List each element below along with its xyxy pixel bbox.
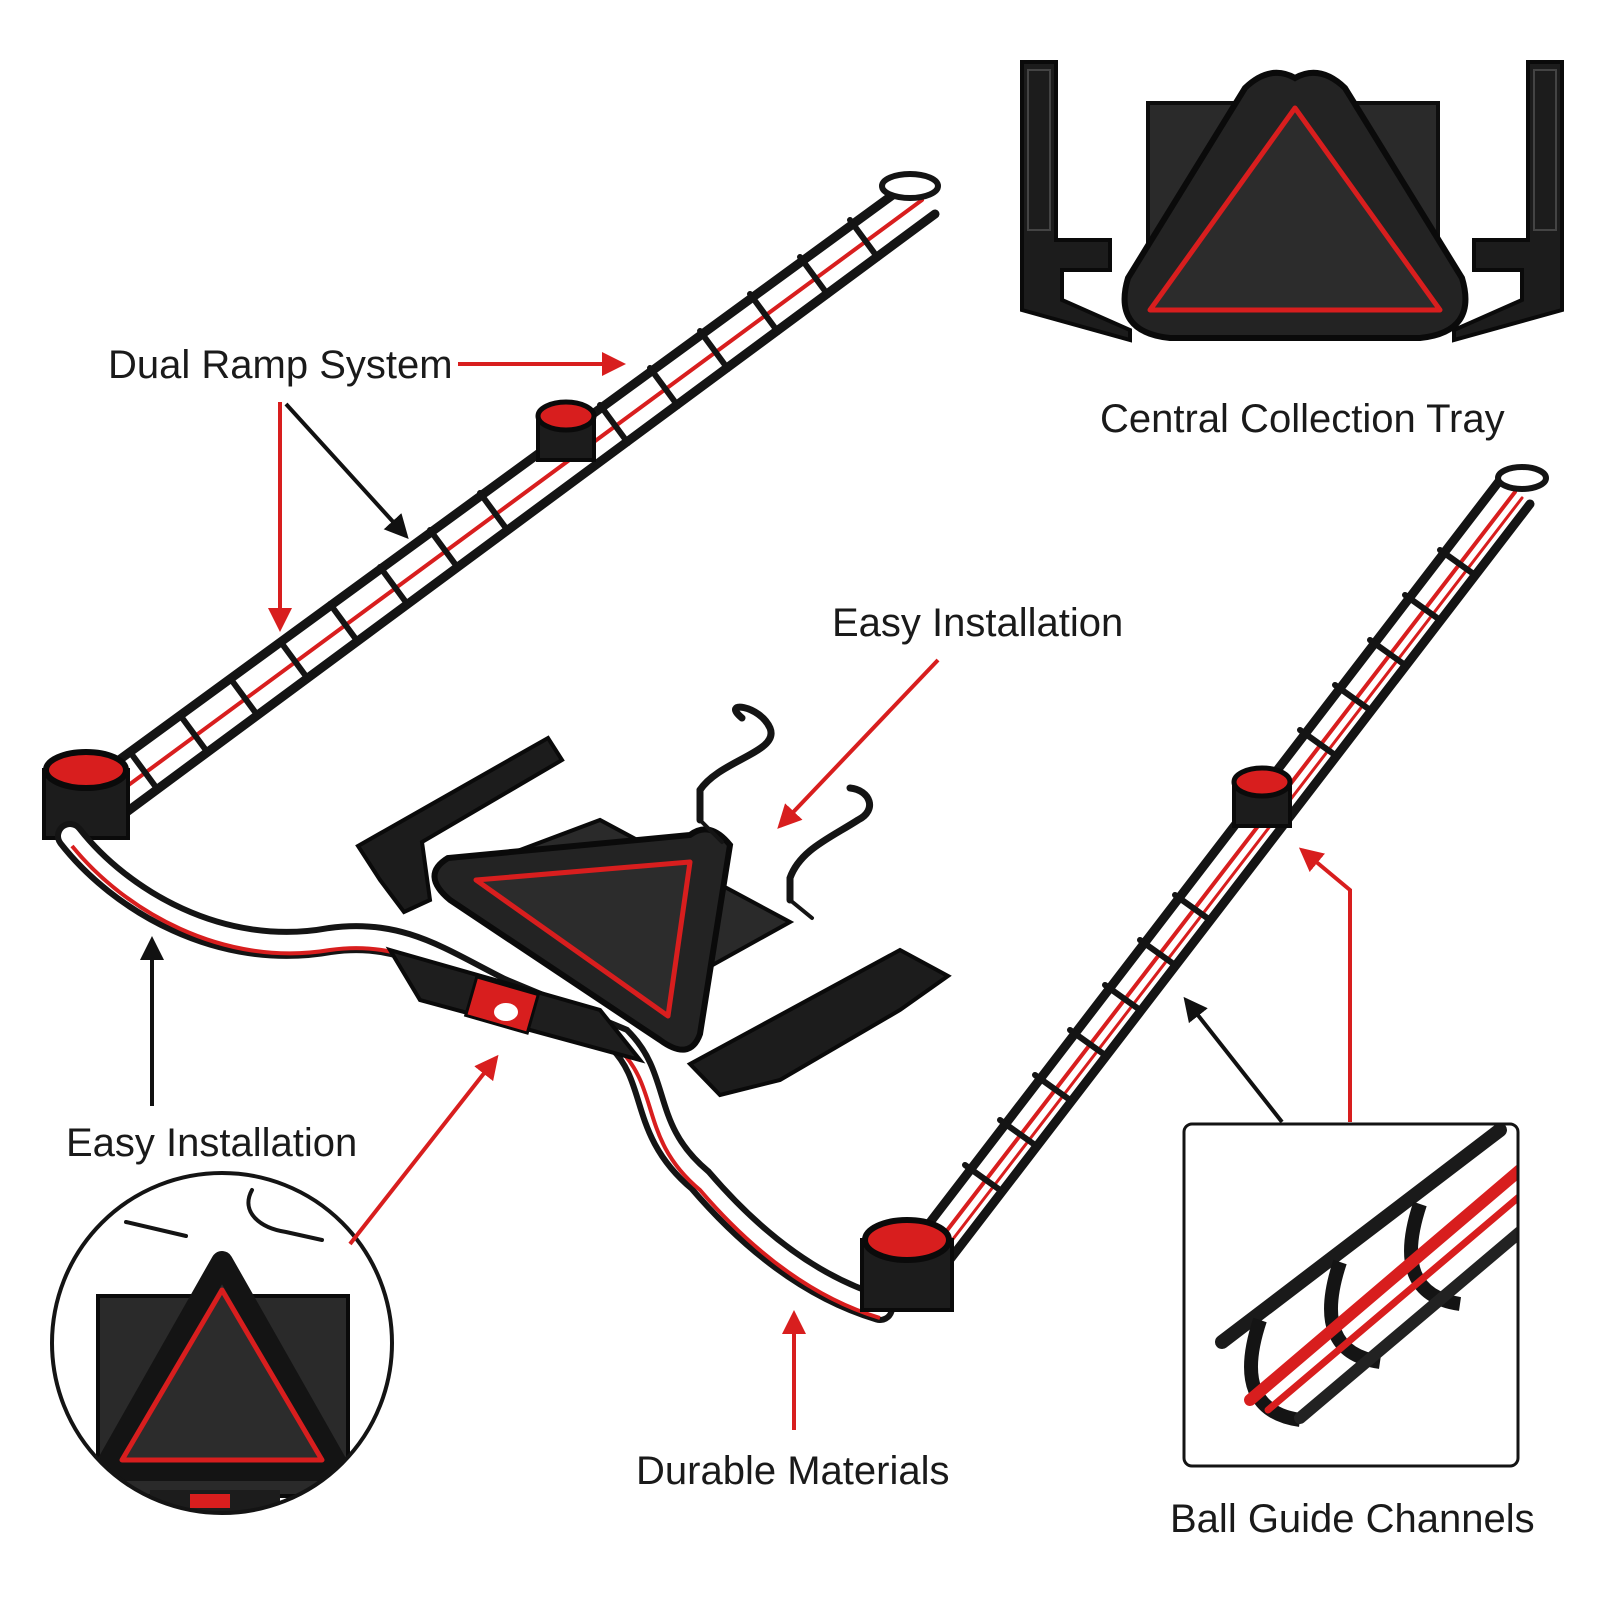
- installation-detail-inset: [50, 1171, 394, 1515]
- ball-guide-channels-inset: [1182, 1122, 1520, 1468]
- left-corner-hub: [42, 749, 130, 840]
- lower-track-illustration: [55, 821, 895, 1323]
- label-durable-materials: Durable Materials: [636, 1449, 949, 1493]
- label-ball-guide-channels: Ball Guide Channels: [1170, 1497, 1535, 1541]
- arrow-easy-install-top: [777, 658, 940, 829]
- upper-ramp-illustration: [73, 171, 941, 833]
- center-tray-assembly: [355, 735, 952, 1098]
- arrow-inset-to-clamp: [348, 1054, 499, 1246]
- arrow-ball-guide-red: [1298, 847, 1352, 1122]
- mounting-hooks: [696, 703, 873, 920]
- label-easy-installation-left: Easy Installation: [66, 1121, 357, 1165]
- arrow-ball-guide-black: [1183, 996, 1284, 1124]
- label-easy-installation-top: Easy Installation: [832, 601, 1123, 645]
- label-dual-ramp-system: Dual Ramp System: [108, 343, 453, 387]
- central-collection-tray-illustration: [1020, 60, 1564, 343]
- arrow-dual-ramp-diagonal: [284, 402, 409, 539]
- annotation-arrows: [140, 352, 1352, 1430]
- label-central-collection-tray: Central Collection Tray: [1100, 397, 1505, 441]
- right-ramp-illustration: [860, 464, 1549, 1312]
